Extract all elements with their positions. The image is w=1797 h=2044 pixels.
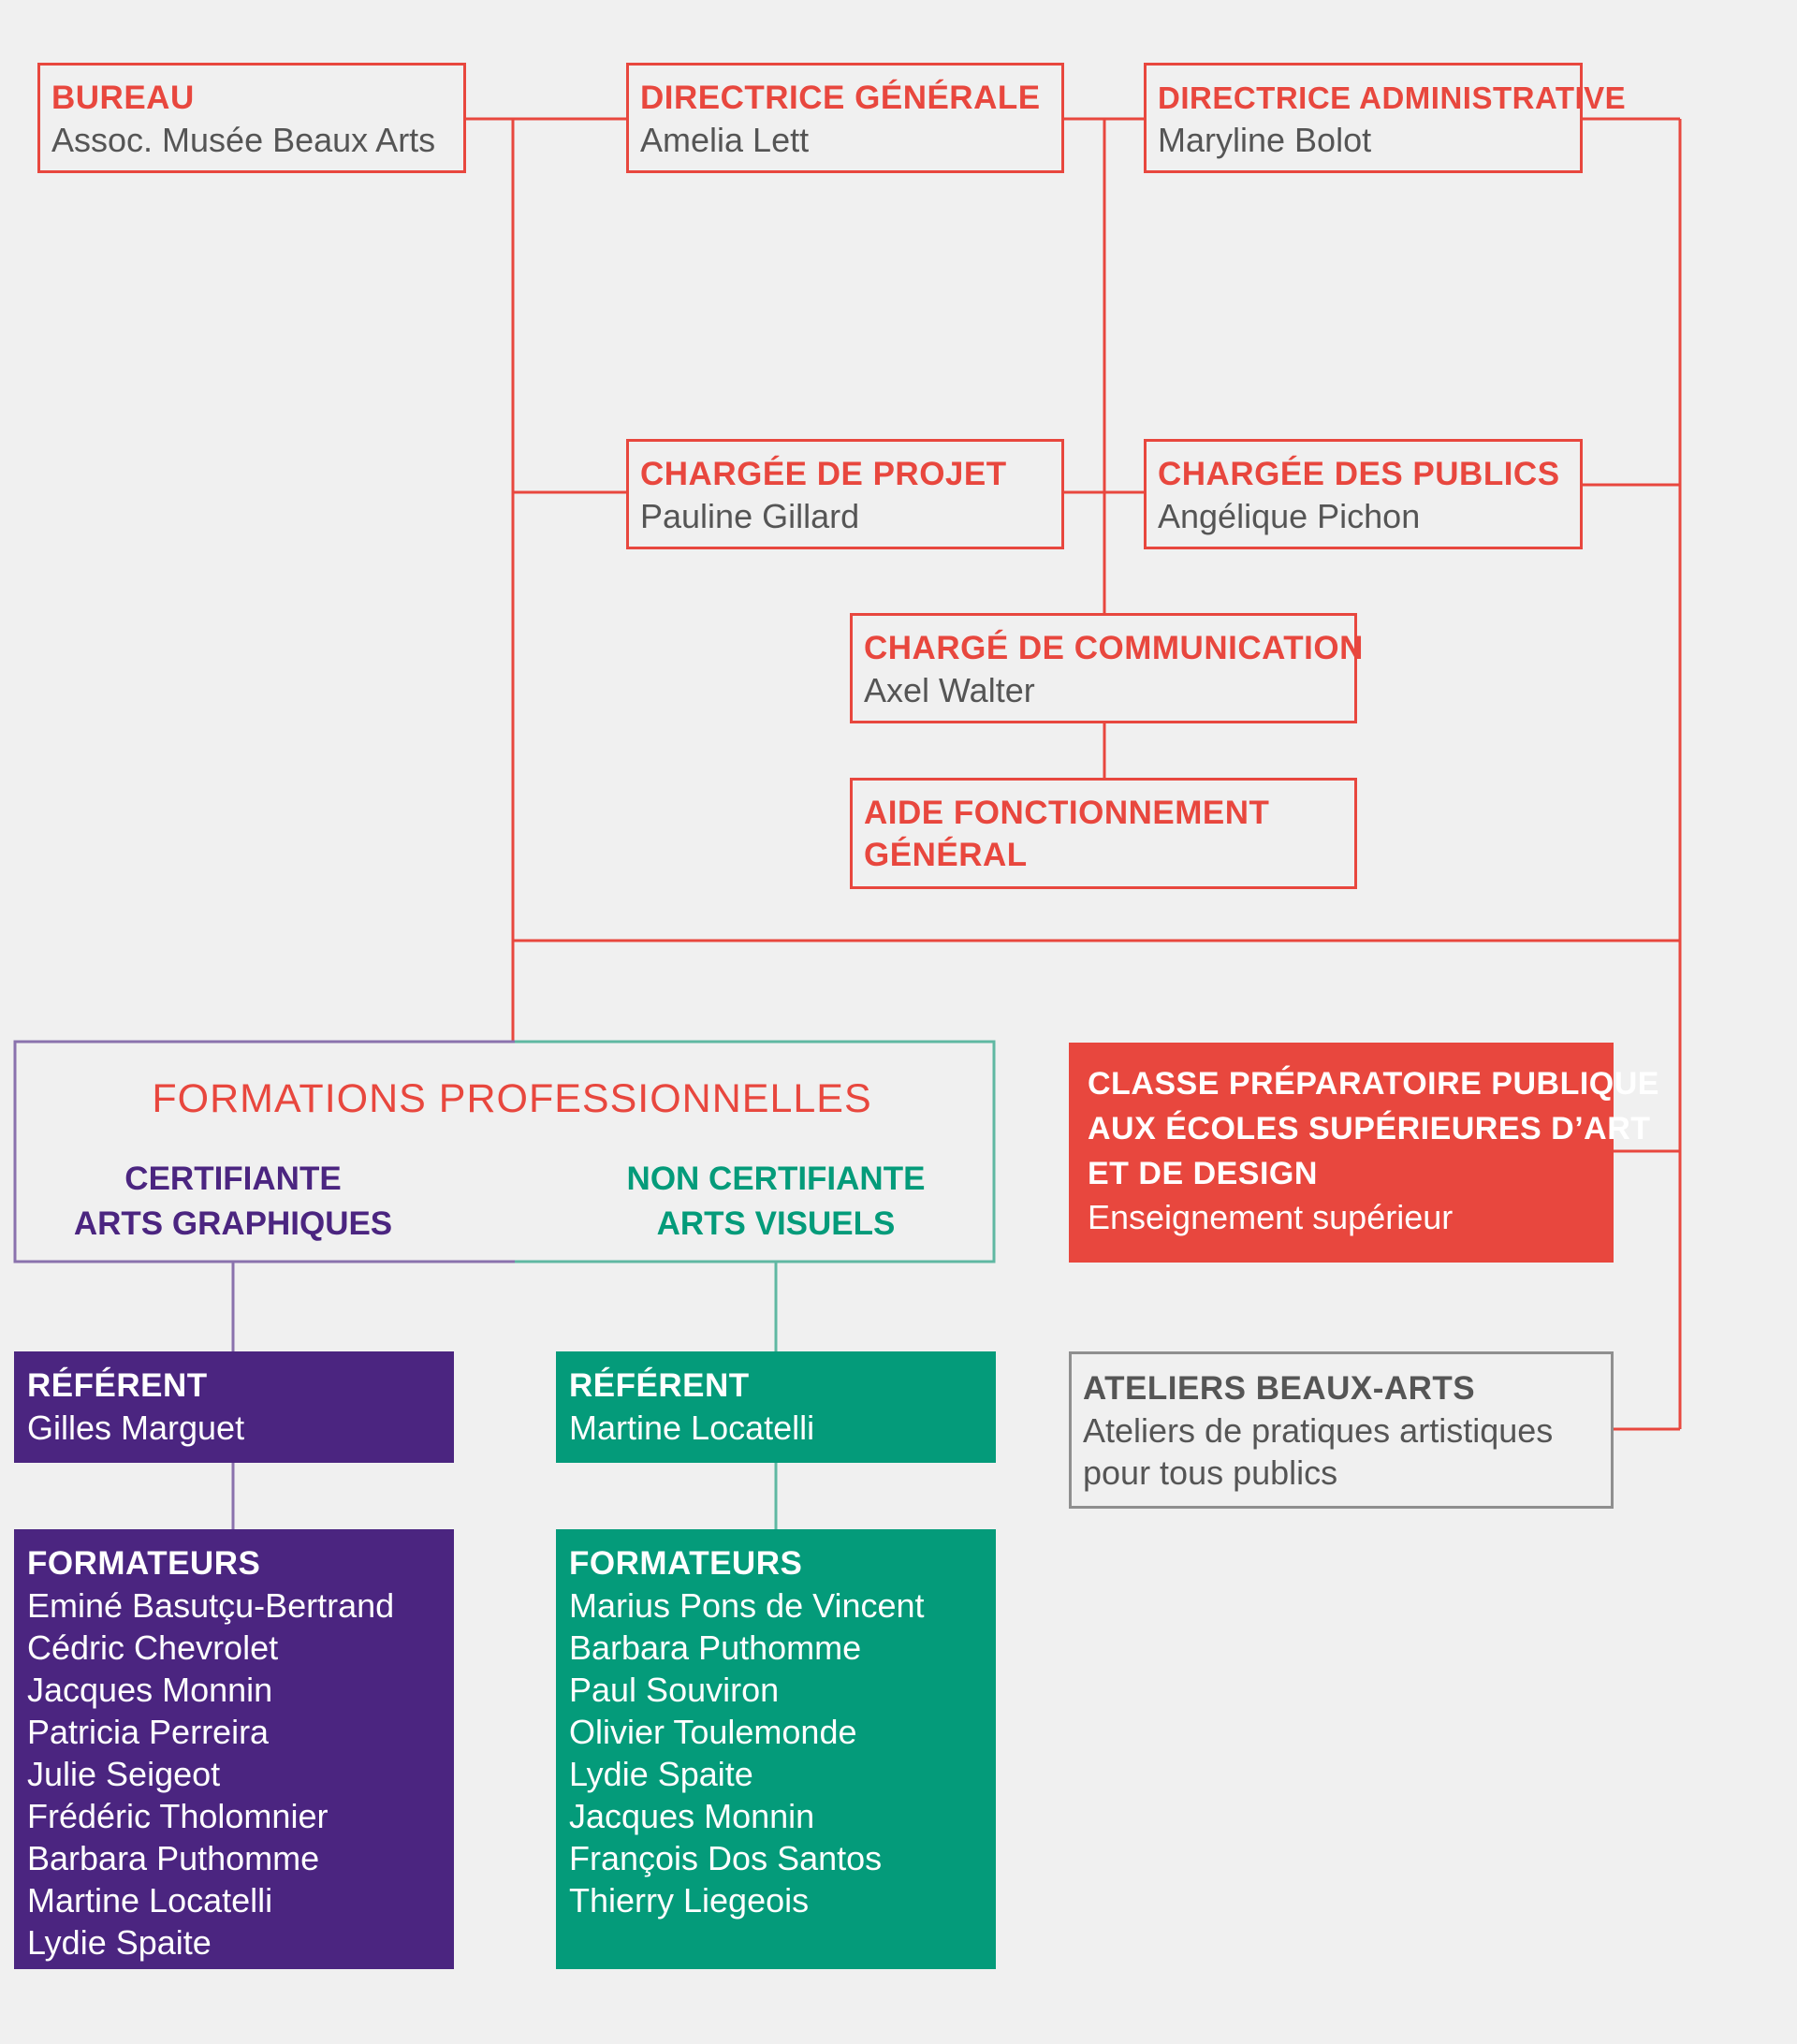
formateur-name: Cédric Chevrolet	[27, 1628, 279, 1667]
chargee-projet-name: Pauline Gillard	[640, 497, 860, 535]
classe-preparatoire-box: CLASSE PRÉPARATOIRE PUBLIQUE AUX ÉCOLES …	[1069, 1043, 1659, 1263]
formateur-name: Olivier Toulemonde	[569, 1713, 857, 1751]
non-certifiante-label: NON CERTIFIANTE ARTS VISUELS	[570, 1157, 982, 1247]
chargee-publics-box: CHARGÉE DES PUBLICS Angélique Pichon	[1144, 439, 1583, 549]
charge-communication-name: Axel Walter	[864, 671, 1035, 709]
bureau-title: BUREAU	[51, 80, 195, 116]
classe-preparatoire-line3: ET DE DESIGN	[1088, 1156, 1318, 1191]
formateur-name: Patricia Perreira	[27, 1713, 270, 1751]
formateur-name: Frédéric Tholomnier	[27, 1797, 329, 1835]
formateur-name: Barbara Puthomme	[27, 1839, 320, 1877]
classe-preparatoire-line2: AUX ÉCOLES SUPÉRIEURES D’ART	[1088, 1111, 1651, 1146]
ateliers-line2: pour tous publics	[1083, 1453, 1338, 1492]
charge-communication-title: CHARGÉ DE COMMUNICATION	[864, 630, 1364, 666]
ateliers-box: ATELIERS BEAUX-ARTS Ateliers de pratique…	[1069, 1351, 1614, 1509]
certifiante-line1: CERTIFIANTE	[124, 1161, 342, 1197]
formateur-name: Marius Pons de Vincent	[569, 1586, 925, 1625]
formateur-name: Jacques Monnin	[27, 1671, 273, 1709]
referent-non-certifiante-title: RÉFÉRENT	[569, 1367, 750, 1404]
formations-box: FORMATIONS PROFESSIONNELLES CERTIFIANTE …	[14, 1041, 995, 1263]
directrice-generale-box: DIRECTRICE GÉNÉRALE Amelia Lett	[626, 63, 1064, 173]
formateurs-non-certifiante-title: FORMATEURS	[569, 1545, 803, 1582]
referent-non-certifiante-name: Martine Locatelli	[569, 1409, 815, 1447]
formateurs-certifiante-box: FORMATEURS Eminé Basutçu-Bertrand Cédric…	[14, 1529, 454, 1969]
chargee-projet-title: CHARGÉE DE PROJET	[640, 456, 1007, 492]
formateur-name: Lydie Spaite	[27, 1923, 212, 1962]
charge-communication-box: CHARGÉ DE COMMUNICATION Axel Walter	[850, 613, 1364, 723]
referent-certifiante-name: Gilles Marguet	[27, 1409, 245, 1447]
certifiante-line2: ARTS GRAPHIQUES	[73, 1205, 393, 1242]
bureau-subtitle: Assoc. Musée Beaux Arts	[51, 121, 436, 159]
formations-border-left	[13, 1040, 515, 1263]
formateur-name: Lydie Spaite	[569, 1755, 753, 1793]
classe-preparatoire-subtitle: Enseignement supérieur	[1088, 1198, 1454, 1236]
classe-preparatoire-line1: CLASSE PRÉPARATOIRE PUBLIQUE	[1088, 1066, 1659, 1102]
aide-fonctionnement-box: AIDE FONCTIONNEMENT GÉNÉRAL	[850, 778, 1357, 889]
directrice-generale-name: Amelia Lett	[640, 121, 810, 159]
directrice-administrative-name: Maryline Bolot	[1158, 121, 1372, 159]
certifiante-label: CERTIFIANTE ARTS GRAPHIQUES	[27, 1157, 439, 1247]
formations-border-right	[515, 1040, 996, 1263]
directrice-generale-title: DIRECTRICE GÉNÉRALE	[640, 80, 1041, 116]
bureau-box: BUREAU Assoc. Musée Beaux Arts	[37, 63, 466, 173]
directrice-administrative-title: DIRECTRICE ADMINISTRATIVE	[1158, 80, 1627, 115]
chargee-projet-box: CHARGÉE DE PROJET Pauline Gillard	[626, 439, 1064, 549]
directrice-administrative-box: DIRECTRICE ADMINISTRATIVE Maryline Bolot	[1144, 63, 1627, 173]
non-certifiante-line2: ARTS VISUELS	[656, 1205, 896, 1242]
formateurs-certifiante-title: FORMATEURS	[27, 1545, 261, 1582]
formateurs-non-certifiante-box: FORMATEURS Marius Pons de Vincent Barbar…	[556, 1529, 996, 1969]
chargee-publics-title: CHARGÉE DES PUBLICS	[1158, 456, 1560, 492]
referent-certifiante-box: RÉFÉRENT Gilles Marguet	[14, 1351, 454, 1463]
ateliers-line1: Ateliers de pratiques artistiques	[1083, 1411, 1554, 1450]
referent-certifiante-title: RÉFÉRENT	[27, 1367, 208, 1404]
aide-fonctionnement-title-line2: GÉNÉRAL	[864, 837, 1028, 873]
formateur-name: Julie Seigeot	[27, 1755, 221, 1793]
non-certifiante-line1: NON CERTIFIANTE	[626, 1161, 926, 1197]
formateur-name: Thierry Liegeois	[569, 1881, 810, 1920]
formateur-name: Eminé Basutçu-Bertrand	[27, 1586, 395, 1625]
chargee-publics-name: Angélique Pichon	[1158, 497, 1421, 535]
referent-non-certifiante-box: RÉFÉRENT Martine Locatelli	[556, 1351, 996, 1463]
aide-fonctionnement-title-line1: AIDE FONCTIONNEMENT	[864, 795, 1270, 831]
formations-title: FORMATIONS PROFESSIONNELLES	[152, 1076, 872, 1121]
formateur-name: Martine Locatelli	[27, 1881, 273, 1920]
formateur-name: Barbara Puthomme	[569, 1628, 862, 1667]
ateliers-title: ATELIERS BEAUX-ARTS	[1083, 1370, 1476, 1407]
formateur-name: François Dos Santos	[569, 1839, 883, 1877]
formateur-name: Paul Souviron	[569, 1671, 780, 1709]
formateur-name: Jacques Monnin	[569, 1797, 815, 1835]
